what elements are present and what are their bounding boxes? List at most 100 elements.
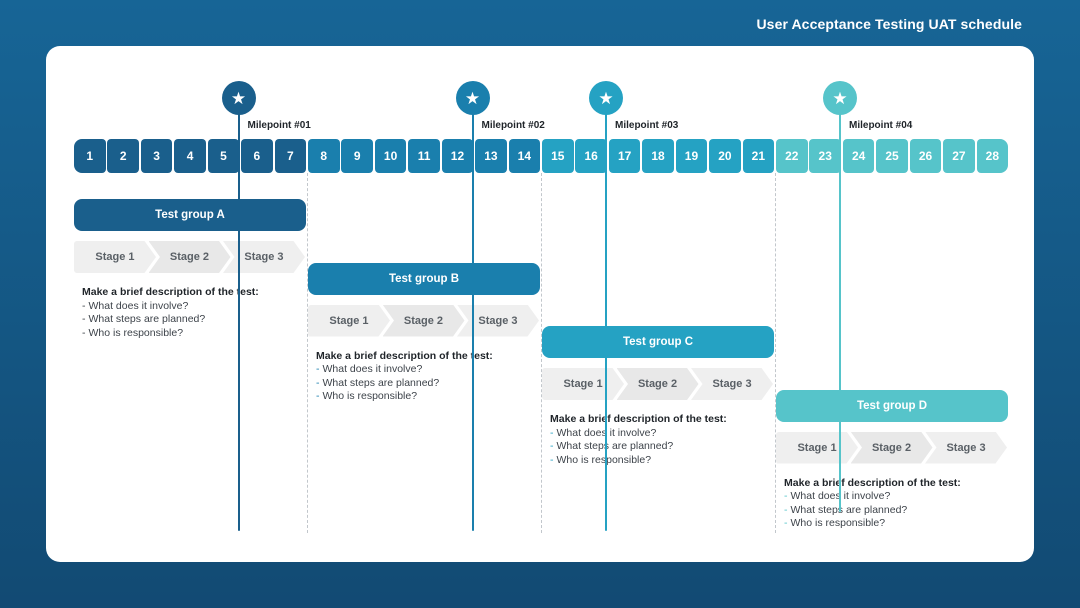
week-divider (775, 173, 777, 533)
star-icon: ★ (598, 88, 614, 108)
description-item: -What does it involve? (82, 300, 298, 314)
bullet-dash: - (550, 426, 554, 439)
description-item: -Who is responsible? (550, 454, 766, 468)
day-cell: 18 (642, 139, 674, 173)
bullet-dash: - (784, 517, 788, 529)
description-item-text: What does it involve? (88, 299, 189, 312)
description-item-text: What steps are planned? (790, 503, 908, 516)
bullet-dash: - (316, 376, 320, 389)
day-cell: 1 (74, 139, 106, 173)
day-cell: 13 (475, 139, 507, 173)
milestone-marker: ★ (455, 81, 490, 115)
day-cell: 6 (241, 139, 273, 173)
day-cell: 3 (140, 139, 173, 173)
description-item: -What steps are planned? (550, 440, 766, 454)
stage-chevron: Stage 1 (542, 368, 625, 400)
day-cell: 19 (675, 139, 708, 173)
day-cell: 10 (374, 139, 407, 173)
stage-chevron: Stage 3 (691, 368, 774, 400)
day-cell: 27 (943, 139, 975, 173)
bullet-dash: - (550, 453, 554, 466)
day-cell: 28 (976, 139, 1009, 173)
day-cell: 9 (341, 139, 373, 173)
test-group-bar: Test group D (776, 389, 1009, 422)
description-item: -What does it involve? (316, 363, 532, 377)
description-item-text: What does it involve? (322, 363, 423, 375)
bullet-dash: - (316, 363, 320, 375)
milestone-label: Milepoint #02 (481, 120, 545, 131)
bullet-dash: - (82, 299, 86, 312)
day-cell: 20 (709, 139, 741, 173)
star-icon: ★ (464, 88, 481, 108)
description-item: -Who is responsible? (82, 327, 298, 341)
milestone-line (237, 104, 240, 531)
day-cell: 12 (441, 139, 474, 173)
description-item-text: Who is responsible? (322, 390, 418, 402)
day-cell: 24 (842, 139, 875, 173)
stage-chevron: Stage 1 (776, 431, 859, 464)
test-description: Make a brief description of the test:-Wh… (784, 477, 1000, 531)
stage-chevron: Stage 1 (74, 241, 156, 273)
test-description: Make a brief description of the test:-Wh… (82, 286, 298, 340)
test-group-bar: Test group B (308, 262, 540, 295)
day-cell: 23 (809, 139, 841, 173)
milestone-marker: ★ (221, 81, 256, 115)
day-cell: 2 (107, 139, 139, 173)
bullet-dash: - (550, 440, 554, 452)
test-description: Make a brief description of the test:-Wh… (316, 350, 532, 404)
milestone-line (839, 104, 841, 512)
description-item: -What steps are planned? (316, 377, 532, 391)
milestone-label: Milepoint #03 (615, 120, 679, 131)
day-cell: 21 (742, 139, 775, 173)
day-cell: 7 (274, 139, 307, 173)
day-cell: 11 (408, 139, 440, 173)
bullet-dash: - (784, 503, 788, 516)
stage-chevron: Stage 1 (308, 304, 390, 337)
day-cell: 15 (542, 139, 574, 173)
description-item: -Who is responsible? (316, 390, 532, 404)
milestone-line (605, 104, 607, 531)
day-cell: 22 (776, 139, 808, 173)
day-cell: 16 (575, 139, 607, 173)
milestone-marker: ★ (823, 81, 857, 115)
week-divider (307, 173, 308, 533)
milestone-label: Milepoint #01 (247, 120, 311, 131)
day-cell: 25 (876, 139, 908, 173)
star-icon: ★ (832, 88, 848, 108)
description-item-text: What steps are planned? (88, 313, 206, 325)
milestone-line (471, 104, 474, 531)
stage-chevron: Stage 3 (223, 241, 305, 273)
day-cell: 17 (608, 139, 641, 173)
description-item-text: What steps are planned? (556, 440, 674, 452)
day-cell: 4 (174, 139, 206, 173)
description-item: -What steps are planned? (82, 313, 298, 327)
description-item-text: Who is responsible? (556, 453, 652, 466)
description-item: -Who is responsible? (784, 517, 1000, 531)
day-cell: 26 (909, 139, 942, 173)
stage-chevron: Stage 3 (925, 431, 1008, 464)
bullet-dash: - (82, 326, 86, 339)
description-heading: Make a brief description of the test: (550, 413, 727, 425)
week-divider (541, 173, 543, 533)
description-item: -What does it involve? (784, 490, 1000, 504)
bullet-dash: - (82, 313, 86, 325)
day-cell: 14 (508, 139, 541, 173)
description-item-text: Who is responsible? (790, 517, 886, 529)
test-group-bar: Test group C (542, 326, 775, 358)
description-item: -What steps are planned? (784, 504, 1000, 518)
stage-chevron: Stage 2 (850, 431, 933, 464)
star-icon: ★ (230, 88, 247, 108)
page-title: User Acceptance Testing UAT schedule (756, 16, 1022, 32)
day-cell: 8 (308, 139, 340, 173)
bullet-dash: - (784, 490, 788, 502)
description-item: -What does it involve? (550, 427, 766, 441)
description-heading: Make a brief description of the test: (316, 349, 493, 362)
stage-chevron: Stage 2 (382, 304, 465, 337)
description-item-text: What steps are planned? (322, 376, 440, 389)
test-description: Make a brief description of the test:-Wh… (550, 413, 766, 467)
stage-chevron: Stage 3 (457, 304, 539, 337)
milestone-marker: ★ (589, 81, 623, 115)
milestone-label: Milepoint #04 (849, 120, 913, 131)
schedule-card (46, 46, 1034, 562)
description-heading: Make a brief description of the test: (82, 286, 259, 298)
